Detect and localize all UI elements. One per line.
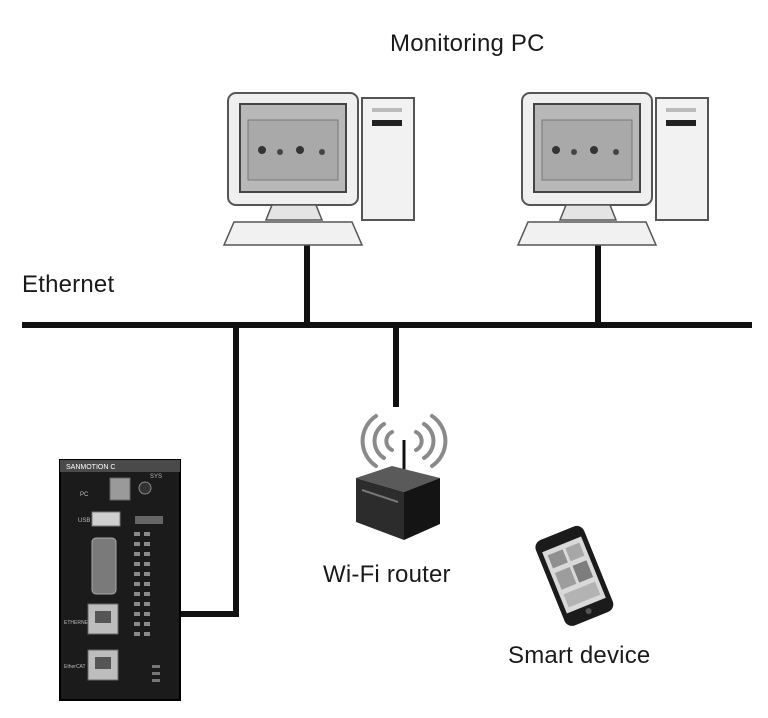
tower-slot-1: [372, 108, 402, 112]
phone-home-button: [585, 608, 592, 615]
screen-dot-2a: [552, 146, 560, 154]
controller-port-label-pc: PC: [80, 492, 89, 498]
controller-switch: [138, 481, 152, 495]
screen-dot-1a: [258, 146, 266, 154]
controller-link: [180, 325, 239, 617]
phone-tile-4: [572, 560, 594, 583]
phone-tile-3: [554, 567, 577, 590]
wifi-router-label: Wi-Fi router: [323, 561, 451, 588]
ethernet-port-jack: [95, 611, 111, 623]
keyboard-2: [516, 221, 658, 246]
monitor-stand-2: [558, 204, 618, 221]
controller-port-label-usb: USB: [78, 518, 90, 524]
tower-slot-2: [666, 108, 696, 112]
network-lines: [22, 243, 752, 617]
controller-header: [60, 460, 180, 472]
controller-port-label-ethercat: EtherCAT: [64, 664, 86, 670]
controller-dial: [135, 516, 163, 524]
smart-device: [535, 525, 614, 626]
controller-io-pins: [134, 532, 150, 636]
monitoring-pc-1: [222, 92, 415, 246]
monitor-stand-1: [264, 204, 324, 221]
controller-port-label-sys: SYS: [150, 474, 162, 480]
monitoring-pc-label: Monitoring PC: [390, 30, 545, 57]
ethernet-label: Ethernet: [22, 271, 115, 298]
router-top: [356, 466, 440, 492]
screen-dot-1c: [296, 146, 304, 154]
screen-dot-2b: [571, 149, 577, 155]
screen-dot-2d: [613, 149, 619, 155]
controller-display: [109, 477, 131, 501]
controller-port-label-ethernet: ETHERNET: [64, 620, 91, 626]
phone-tile-2: [565, 542, 585, 562]
ethercat-port-jack: [95, 657, 111, 669]
phone-tile-1: [547, 549, 568, 569]
controller-brand: SANMOTION C: [66, 464, 115, 471]
tower-drive-2: [666, 120, 696, 126]
tower-2: [655, 97, 709, 221]
controller-leds: [152, 665, 160, 682]
phone-tile-5: [563, 581, 601, 608]
smart-device-label: Smart device: [508, 642, 651, 669]
screen-dot-2c: [590, 146, 598, 154]
router-side: [404, 478, 440, 540]
screen-dot-1d: [319, 149, 325, 155]
monitoring-pc-2: [516, 92, 709, 246]
controller-usb-port: [91, 511, 121, 527]
tower-drive-1: [372, 120, 402, 126]
router-front: [356, 478, 404, 540]
router-light: [361, 489, 399, 503]
tower-1: [361, 97, 415, 221]
keyboard-1: [222, 221, 364, 246]
motion-controller: SANMOTION C PC SYS USB ETHERNET EtherCAT: [59, 459, 181, 701]
wifi-waves-icon: [360, 414, 448, 468]
controller-serial-port: [91, 537, 117, 595]
screen-dot-1b: [277, 149, 283, 155]
wifi-router: [356, 414, 448, 540]
